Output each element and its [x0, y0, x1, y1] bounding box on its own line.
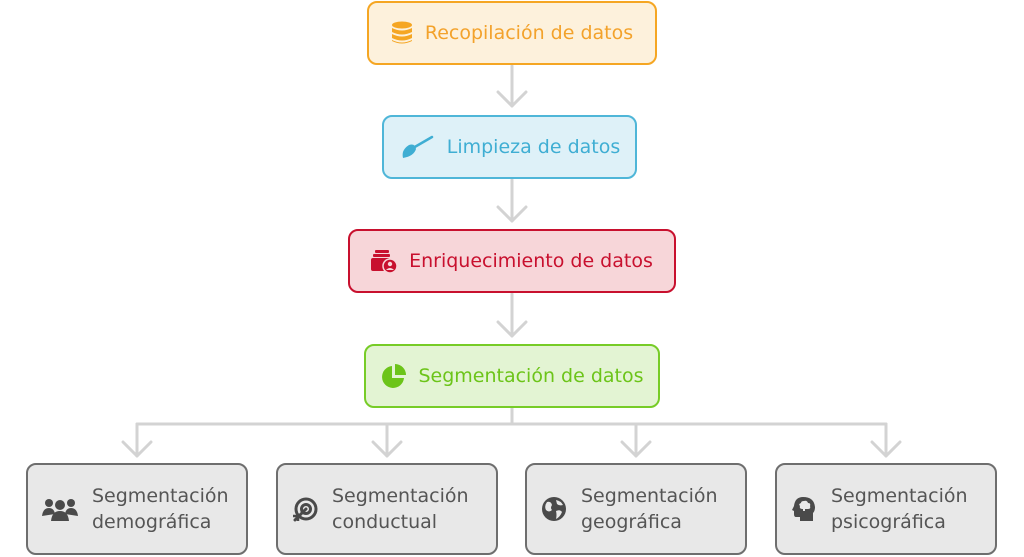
pie-chart-icon [380, 363, 407, 389]
arrowhead-branch-4 [870, 440, 902, 458]
broom-icon [399, 134, 435, 160]
arrowhead-branch-1 [121, 440, 153, 458]
step-label: Recopilación de datos [424, 21, 634, 44]
arrowhead-branch-3 [620, 440, 652, 458]
arrowhead-branch-2 [371, 440, 403, 458]
segment-label: Segmentación conductual [332, 485, 469, 533]
segment-label: Segmentación psicográfica [831, 485, 968, 533]
step-label: Segmentación de datos [418, 364, 644, 387]
users-icon [42, 496, 78, 522]
segment-conductual: Segmentación conductual [276, 463, 498, 555]
step-limpieza: Limpieza de datos [382, 115, 637, 179]
step-label: Enriquecimiento de datos [409, 249, 653, 272]
head-brain-icon [791, 496, 817, 522]
target-arrow-icon [292, 496, 318, 522]
segment-label: Segmentación demográfica [92, 485, 229, 533]
step-label: Limpieza de datos [446, 135, 621, 158]
folder-user-icon [371, 249, 398, 273]
segment-psicografica: Segmentación psicográfica [775, 463, 997, 555]
segment-geografica: Segmentación geográfica [525, 463, 747, 555]
step-recopilacion: Recopilación de datos [367, 1, 657, 65]
step-segmentacion: Segmentación de datos [364, 344, 660, 408]
database-icon [391, 21, 413, 45]
arrowhead-1-2 [496, 90, 528, 108]
arrowhead-3-4 [496, 320, 528, 338]
arrowhead-2-3 [496, 205, 528, 223]
step-enriquecimiento: Enriquecimiento de datos [348, 229, 676, 293]
globe-icon [541, 496, 567, 522]
segment-label: Segmentación geográfica [581, 485, 718, 533]
segment-demografica: Segmentación demográfica [26, 463, 248, 555]
